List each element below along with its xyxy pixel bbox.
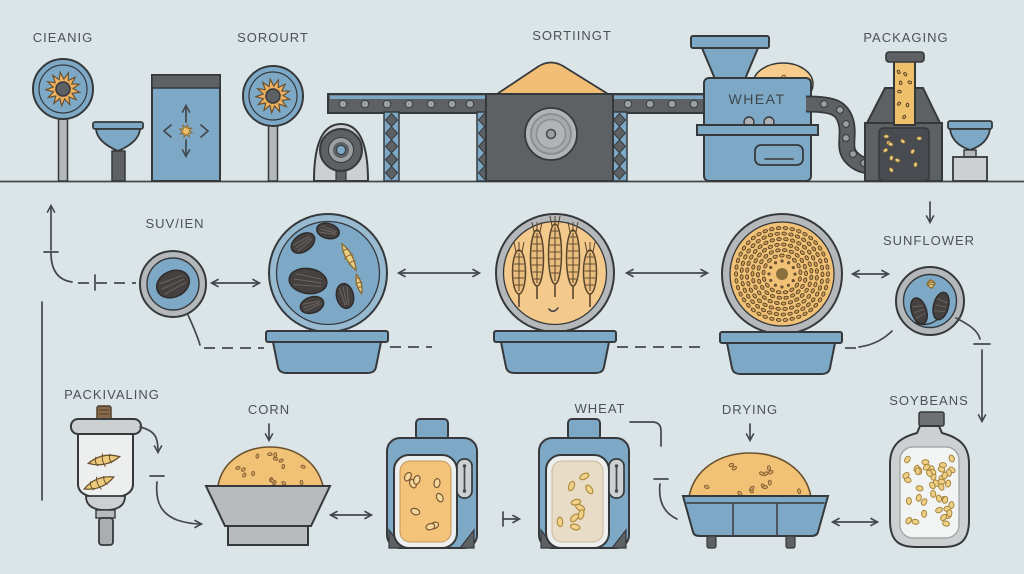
belt-rivets	[338, 99, 699, 109]
sorting-center-label: SORTIINGT	[532, 28, 612, 43]
sunflower-seed-icons	[910, 279, 950, 326]
packing-jar	[70, 405, 142, 546]
seeds-in-window	[403, 471, 444, 531]
wheat-hopper-machine: WHEAT	[690, 35, 819, 182]
packaging-label: PACKAGING	[863, 30, 948, 45]
collection-tray-2	[493, 330, 617, 374]
sunflower-head-circle	[721, 213, 843, 335]
seed-mix-circle	[268, 213, 388, 333]
sorting-machine	[485, 61, 614, 182]
seeds-in-window	[556, 472, 594, 531]
sunflower-label: SUNFLOWER	[883, 233, 975, 248]
soybean-jar	[889, 411, 970, 548]
funnel-icon	[92, 121, 144, 182]
collection-tray-3	[719, 331, 843, 375]
drying-tray	[681, 452, 830, 549]
wheat-dryer-label: WHEAT	[575, 401, 626, 416]
corn-kernels	[235, 452, 306, 486]
packaging-machine	[864, 51, 943, 182]
flow-arrow-curve	[139, 426, 163, 455]
dryer-machine-corn	[386, 418, 478, 549]
flow-arrow-curve	[155, 481, 204, 529]
soybean-icons	[902, 454, 956, 527]
dryer-machine-wheat	[538, 418, 630, 549]
connector-curve	[955, 317, 981, 340]
sunflower-seed-pattern	[734, 226, 830, 322]
bottom-row: PACKIVALING CORN	[41, 301, 970, 549]
wheat-ears-circle	[495, 213, 615, 333]
sorting-left-label: SOROURT	[237, 30, 309, 45]
seed-sample-circle	[139, 250, 207, 318]
connector-curve	[187, 314, 201, 346]
hopper-icon	[700, 47, 760, 80]
sunflower-sign-post-2	[242, 65, 304, 182]
chute-seeds	[896, 69, 912, 120]
dark-seed-icon	[155, 269, 191, 299]
vibration-box-icon	[151, 74, 221, 182]
hopper-bowl	[204, 485, 332, 527]
connector-curve	[658, 483, 678, 520]
seed-icon	[178, 123, 194, 139]
connector-curve	[50, 252, 73, 283]
packing-label: PACKIVALING	[64, 387, 160, 402]
chute-cap	[885, 51, 925, 63]
corn-pile-bowl	[204, 446, 332, 546]
grain-mound	[494, 61, 612, 95]
falling-seeds	[882, 134, 922, 173]
cleaning-label: CIEANIG	[33, 30, 93, 45]
chevron-left-icon	[162, 124, 172, 138]
mixed-seeds	[288, 222, 363, 315]
collection-tray-1	[265, 330, 389, 374]
jar-lid	[70, 418, 142, 435]
connector-curve	[858, 330, 893, 348]
seed-sample-label: SUV/IEN	[145, 216, 204, 231]
jar-cap	[918, 411, 945, 427]
check-squiggle	[548, 307, 559, 313]
corn-label: CORN	[248, 402, 290, 417]
access-panel	[754, 144, 804, 166]
seed-icons	[82, 453, 122, 491]
middle-row: SUV/IEN SUNFLOWE	[43, 201, 991, 424]
belt-rivets	[820, 100, 868, 167]
output-goblet-icon	[947, 120, 993, 182]
conveyor-curve	[805, 95, 873, 175]
jar-knob	[96, 405, 112, 421]
connector-bracket	[629, 421, 662, 447]
sunflower-sign-post-1	[32, 58, 94, 182]
drying-label: DRYING	[722, 402, 778, 417]
grain-mound	[688, 452, 812, 498]
wheat-hopper-label: WHEAT	[728, 91, 785, 107]
grain-specks	[704, 462, 802, 496]
wheat-ear-icons	[511, 215, 598, 307]
top-row: CIEANIG SOROURT	[0, 28, 1024, 183]
chevron-right-icon	[200, 124, 210, 138]
sunflower-seeds-circle	[895, 266, 965, 336]
grinder-wheel-icon	[312, 122, 370, 182]
soybeans-label: SOYBEANS	[889, 393, 969, 408]
